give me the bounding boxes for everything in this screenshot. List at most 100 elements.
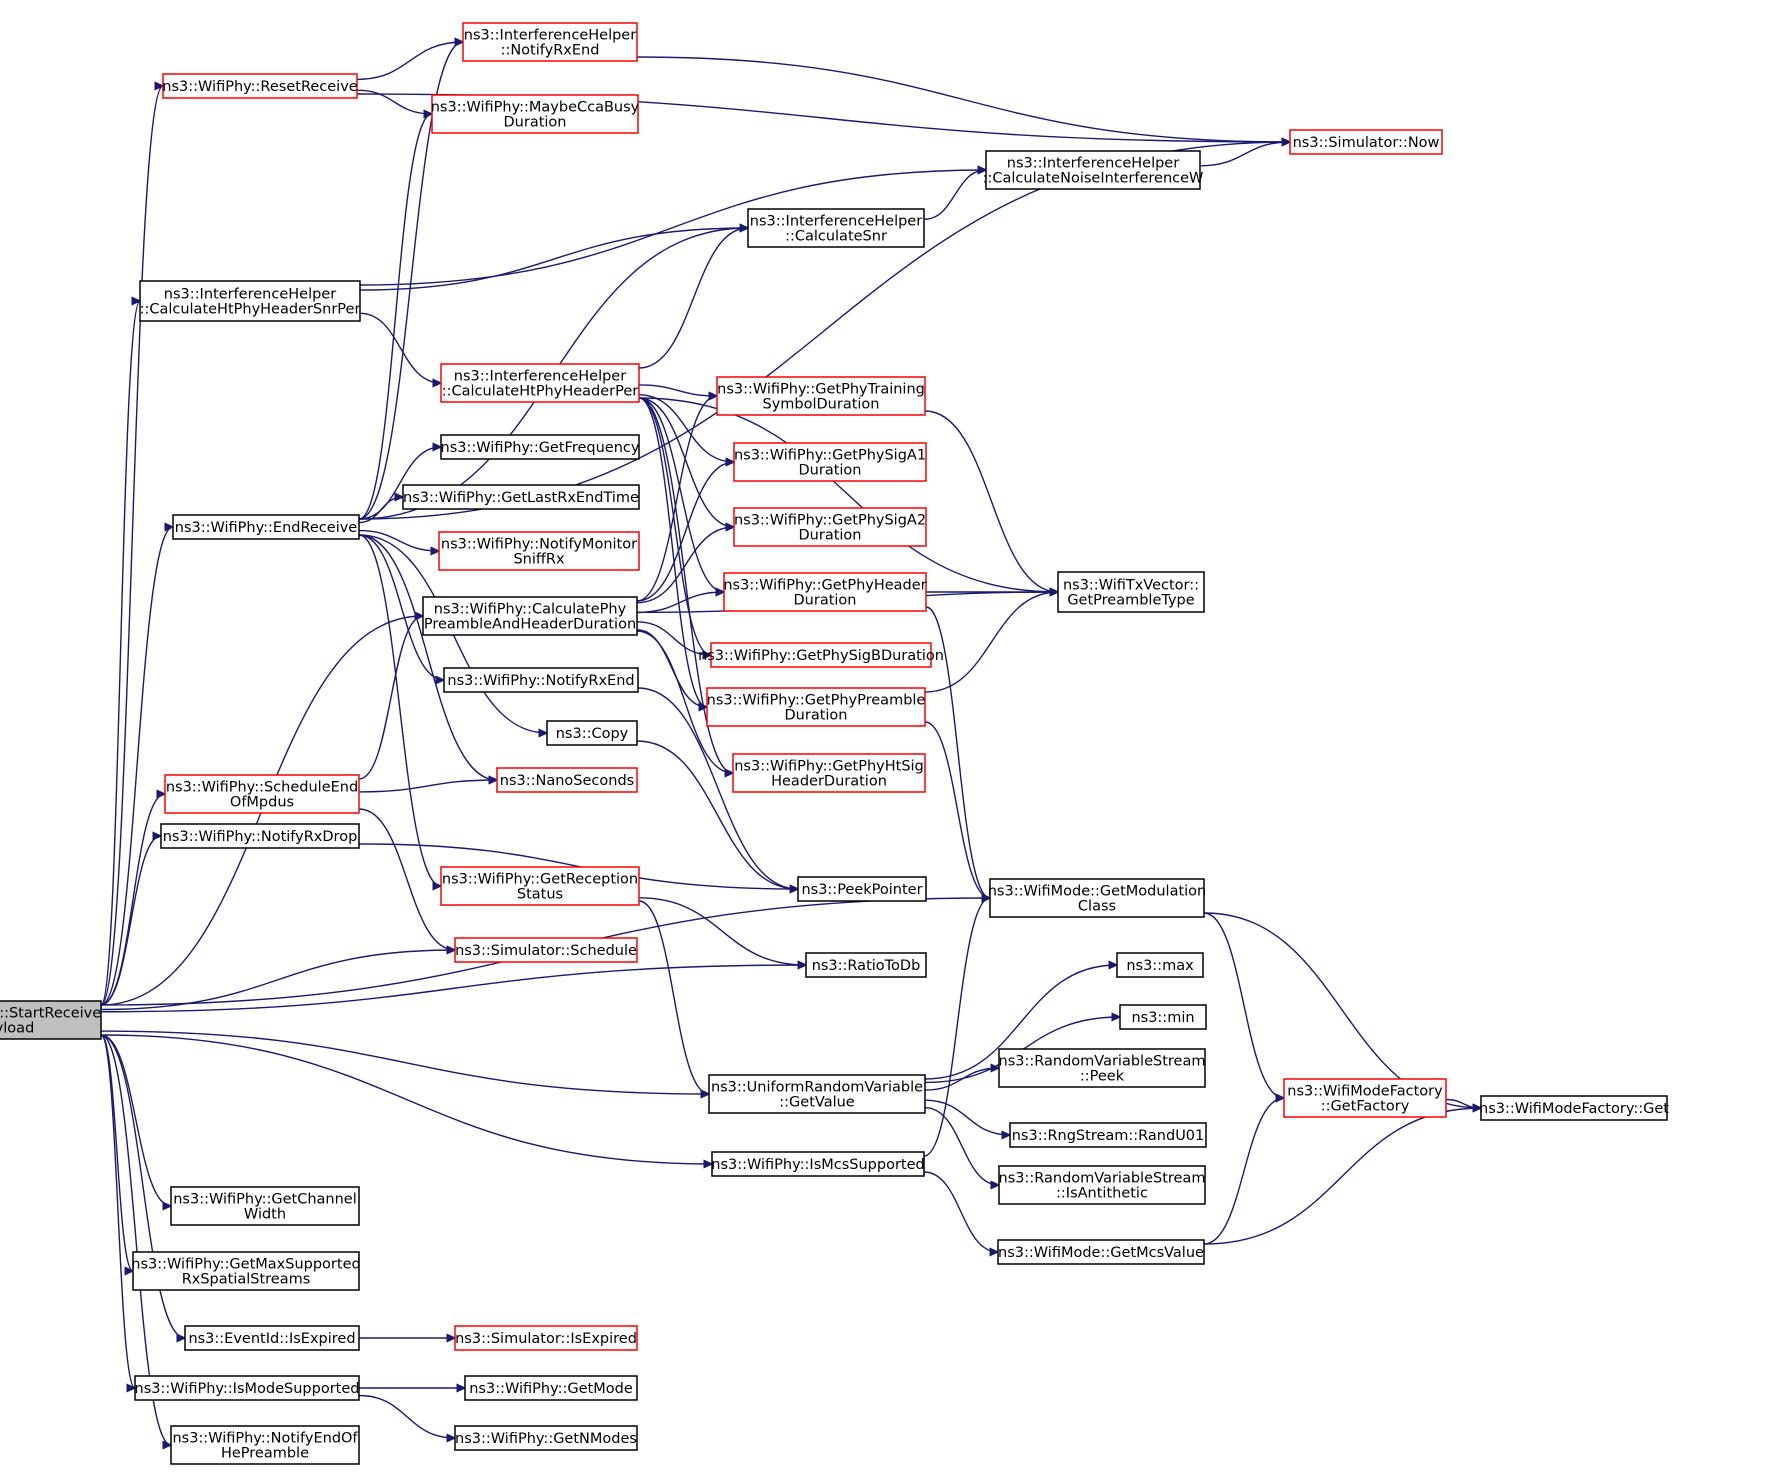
edge-calc-ht-snr-per-to-calc-snr: [359, 228, 748, 291]
node-nano-seconds[interactable]: ns3::NanoSeconds: [496, 767, 638, 793]
edge-calc-ht-per-to-get-training: [638, 384, 717, 396]
node-sim-is-expired[interactable]: ns3::Simulator::IsExpired: [454, 1325, 638, 1351]
call-edge: [638, 397, 1058, 592]
node-label: Width: [244, 1207, 286, 1223]
node-get-max-streams[interactable]: ns3::WifiPhy::GetMaxSupportedRxSpatialSt…: [131, 1251, 361, 1291]
call-edge: [358, 780, 497, 793]
node-box: [708, 1074, 926, 1114]
call-edge: [358, 1394, 455, 1439]
node-is-mode-supported[interactable]: ns3::WifiPhy::IsModeSupported: [134, 1375, 360, 1401]
node-box: [716, 376, 926, 416]
call-edge: [358, 534, 444, 680]
node-calc-snr[interactable]: ns3::InterferenceHelper::CalculateSnr: [747, 208, 925, 248]
node-peek-pointer[interactable]: ns3::PeekPointer: [797, 876, 927, 902]
node-box: [454, 1325, 638, 1351]
call-edge: [638, 397, 724, 592]
node-get-sigb[interactable]: ns3::WifiPhy::GetPhySigBDuration: [698, 642, 944, 668]
call-edge: [638, 397, 707, 707]
node-get-last-rx[interactable]: ns3::WifiPhy::GetLastRxEndTime: [402, 484, 640, 510]
node-calc-ht-per[interactable]: ns3::InterferenceHelper::CalculateHtPhyH…: [440, 363, 640, 403]
edge-end-receive-to-get-last-rx: [358, 497, 403, 524]
node-event-is-expired[interactable]: ns3::EventId::IsExpired: [184, 1325, 360, 1351]
call-edge: [359, 228, 748, 291]
call-edge: [358, 447, 441, 520]
node-box: [184, 1325, 360, 1351]
node-label: ns3::WifiPhy::ScheduleEnd: [166, 780, 358, 796]
node-rvs-is-antithetic[interactable]: ns3::RandomVariableStream::IsAntithetic: [998, 1165, 1206, 1205]
edge-calc-preamble-header-to-get-header-dur: [636, 592, 724, 614]
node-notify-rx-end[interactable]: ns3::WifiPhy::NotifyRxEnd: [443, 667, 639, 693]
node-box: [464, 1375, 638, 1401]
node-box: [443, 667, 639, 693]
node-uniform-get-value[interactable]: ns3::UniformRandomVariable::GetValue: [708, 1074, 926, 1114]
node-label: ns3::WifiPhy::IsModeSupported: [135, 1381, 360, 1397]
edge-calc-ht-per-to-get-header-dur: [638, 397, 724, 592]
node-factory-get[interactable]: ns3::WifiModeFactory::Get: [1479, 1095, 1669, 1121]
edge-calc-ht-per-to-get-preamble-type: [638, 397, 1058, 592]
edge-get-training-to-get-preamble-type: [924, 410, 1058, 592]
node-label: ::CalculateSnr: [785, 229, 887, 245]
node-box: [1283, 1078, 1447, 1118]
node-label: ns3::max: [1126, 958, 1194, 974]
node-min[interactable]: ns3::min: [1119, 1004, 1207, 1030]
node-get-training[interactable]: ns3::WifiPhy::GetPhyTrainingSymbolDurati…: [716, 376, 926, 416]
call-edge: [1199, 142, 1290, 167]
edge-get-mcs-value-to-factory-get-factory: [1203, 1098, 1284, 1245]
node-ratio-to-db[interactable]: ns3::RatioToDb: [805, 952, 927, 978]
node-calc-noise[interactable]: ns3::InterferenceHelper::CalculateNoiseI…: [983, 150, 1204, 190]
call-edge: [924, 721, 990, 898]
node-box: [440, 866, 640, 906]
edge-start-receive-payload-to-event-is-expired: [100, 1034, 185, 1338]
node-calc-ht-snr-per[interactable]: ns3::InterferenceHelper::CalculateHtPhyH…: [139, 280, 361, 322]
node-box: [1289, 129, 1443, 155]
node-factory-get-factory[interactable]: ns3::WifiModeFactory::GetFactory: [1283, 1078, 1447, 1118]
edge-calc-ht-per-to-get-preamble-dur: [638, 397, 707, 707]
node-get-mcs-value[interactable]: ns3::WifiMode::GetMcsValue: [997, 1239, 1205, 1265]
call-edge: [924, 410, 1058, 592]
edge-get-mcs-value-to-factory-get: [1203, 1108, 1481, 1245]
node-rvs-peek[interactable]: ns3::RandomVariableStream::Peek: [998, 1048, 1206, 1088]
node-label: ns3::WifiPhy::StartReceive: [0, 1006, 101, 1022]
node-max[interactable]: ns3::max: [1116, 952, 1204, 978]
node-ih-notify-rx-end[interactable]: ns3::InterferenceHelper::NotifyRxEnd: [462, 22, 638, 62]
node-calc-preamble-header[interactable]: ns3::WifiPhy::CalculatePhyPreambleAndHea…: [422, 596, 638, 636]
node-reset-receive[interactable]: ns3::WifiPhy::ResetReceive: [162, 73, 358, 99]
node-start-receive-payload[interactable]: ns3::WifiPhy::StartReceivePayload: [0, 1000, 102, 1040]
node-get-mode[interactable]: ns3::WifiPhy::GetMode: [464, 1375, 638, 1401]
node-get-n-modes[interactable]: ns3::WifiPhy::GetNModes: [454, 1425, 638, 1451]
node-get-frequency[interactable]: ns3::WifiPhy::GetFrequency: [440, 434, 640, 460]
node-is-mcs-supported[interactable]: ns3::WifiPhy::IsMcsSupported: [711, 1151, 925, 1177]
node-label: ns3::Simulator::Now: [1293, 135, 1440, 151]
edge-calc-ht-snr-per-to-calc-noise: [359, 170, 986, 286]
node-notify-rx-drop[interactable]: ns3::WifiPhy::NotifyRxDrop: [160, 823, 360, 849]
node-box: [438, 531, 640, 571]
call-edge: [924, 965, 1117, 1080]
node-label: ns3::RandomVariableStream: [999, 1054, 1206, 1070]
node-rand-u01[interactable]: ns3::RngStream::RandU01: [1009, 1122, 1207, 1148]
edge-end-receive-to-get-reception: [358, 534, 441, 886]
node-label: ns3::InterferenceHelper: [750, 214, 922, 230]
call-edge: [100, 1030, 709, 1094]
node-end-receive[interactable]: ns3::WifiPhy::EndReceive: [172, 514, 360, 540]
call-edge: [923, 1171, 998, 1252]
node-label: SymbolDuration: [763, 397, 880, 413]
node-sim-now[interactable]: ns3::Simulator::Now: [1289, 129, 1443, 155]
node-sim-schedule[interactable]: ns3::Simulator::Schedule: [454, 937, 638, 963]
node-copy[interactable]: ns3::Copy: [546, 720, 638, 746]
node-box: [164, 774, 360, 814]
node-get-preamble-type[interactable]: ns3::WifiTxVector::GetPreambleType: [1057, 571, 1205, 613]
edge-start-receive-payload-to-ratio-to-db: [100, 965, 806, 1013]
edge-uniform-get-value-to-rand-u01: [924, 1099, 1010, 1135]
